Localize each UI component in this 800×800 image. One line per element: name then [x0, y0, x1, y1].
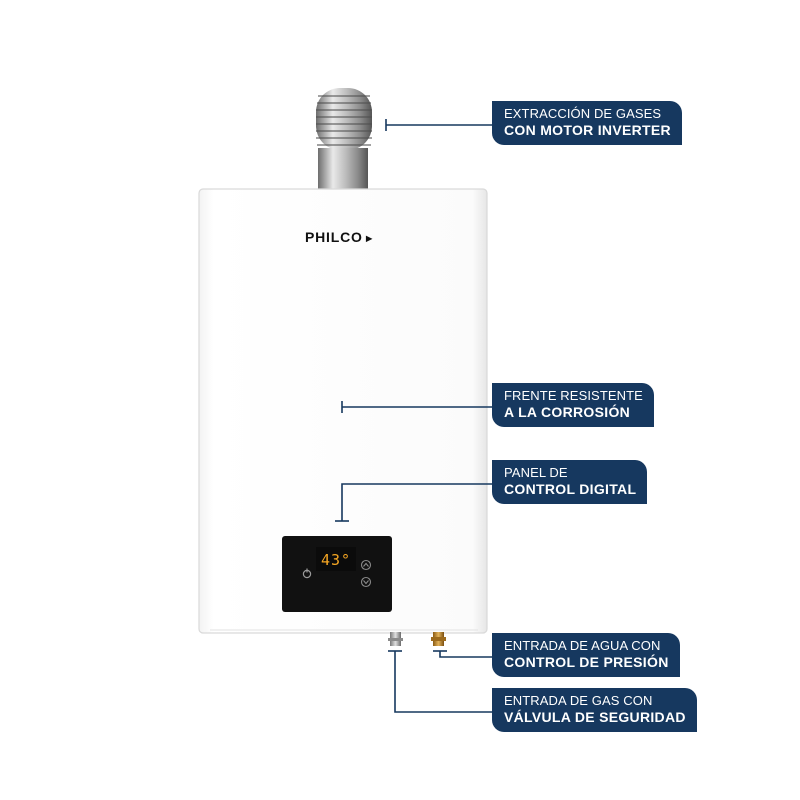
control-panel — [282, 536, 392, 612]
chevron-right-icon: ► — [363, 233, 376, 245]
gas-inlet — [431, 632, 446, 646]
callout-line2: VÁLVULA DE SEGURIDAD — [504, 708, 686, 725]
callout-water-inlet: ENTRADA DE AGUA CON CONTROL DE PRESIÓN — [492, 633, 680, 678]
callout-digital-panel: PANEL DE CONTROL DIGITAL — [492, 460, 648, 505]
callout-line1: ENTRADA DE AGUA CON — [504, 638, 661, 653]
arrow-up-icon[interactable] — [360, 559, 372, 571]
arrow-down-icon[interactable] — [360, 576, 372, 588]
callout-line2: A LA CORROSIÓN — [504, 403, 631, 420]
temperature-display: 43° — [321, 551, 352, 569]
callout-line2: CON MOTOR INVERTER — [504, 121, 671, 138]
callout-line1: PANEL DE — [504, 465, 568, 480]
callout-line1: EXTRACCIÓN DE GASES — [504, 106, 662, 121]
heater-body — [198, 188, 488, 634]
water-inlet — [388, 632, 403, 646]
brand-logo: PHILCO► — [305, 229, 375, 245]
flue-pipe — [316, 88, 372, 190]
brand-name: PHILCO — [305, 229, 363, 245]
callout-corrosion-front: FRENTE RESISTENTE A LA CORROSIÓN — [492, 383, 654, 428]
power-icon[interactable] — [302, 568, 312, 579]
callout-gas-inlet: ENTRADA DE GAS CON VÁLVULA DE SEGURIDAD — [492, 688, 697, 733]
leader-lines — [335, 119, 492, 713]
callout-line1: ENTRADA DE GAS CON — [504, 693, 653, 708]
callout-line1: FRENTE RESISTENTE — [504, 388, 643, 403]
callout-line2: CONTROL DE PRESIÓN — [504, 653, 669, 670]
callout-line2: CONTROL DIGITAL — [504, 480, 637, 497]
callout-gas-extraction: EXTRACCIÓN DE GASES CON MOTOR INVERTER — [492, 101, 682, 146]
